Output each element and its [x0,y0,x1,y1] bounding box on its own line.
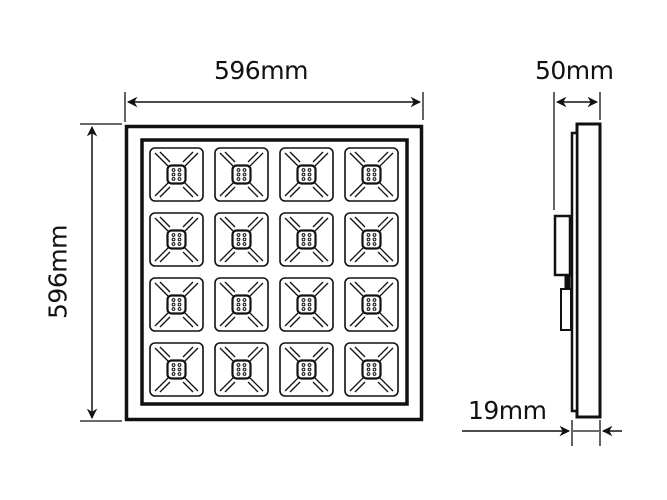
depth-dimension-label: 50mm [535,56,614,85]
front-view [80,92,424,422]
side-view [462,92,622,446]
thickness-dimension-label: 19mm [468,396,547,425]
width-dimension-label: 596mm [214,56,308,85]
height-dimension-label: 596mm [43,225,73,319]
